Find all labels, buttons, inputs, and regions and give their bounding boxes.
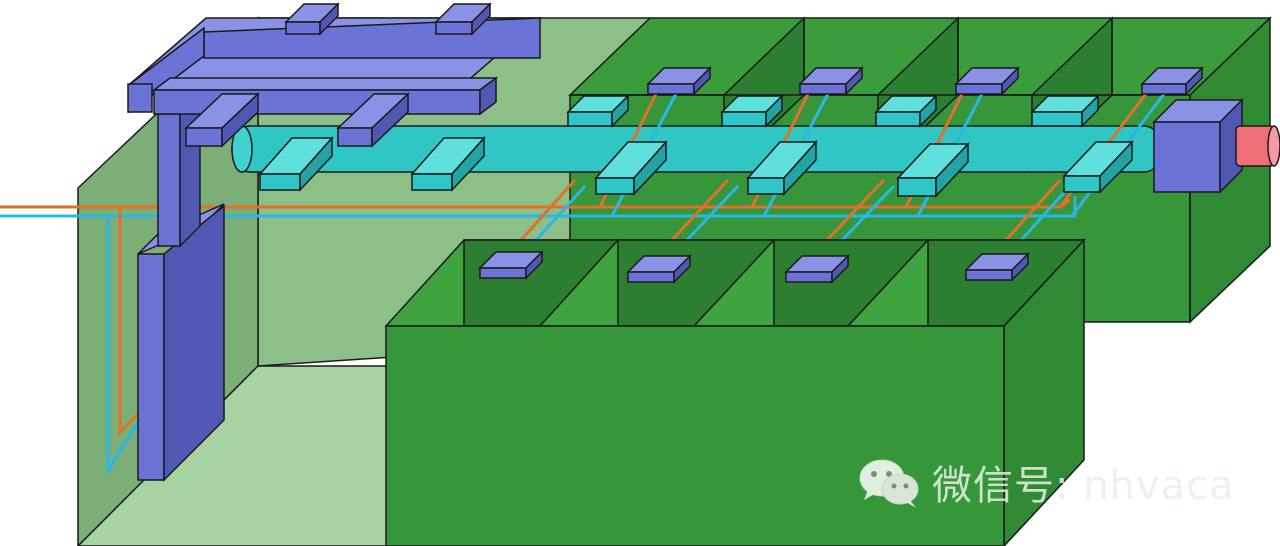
wechat-icon <box>859 459 919 508</box>
diffuser-rear-4 <box>1030 94 1100 128</box>
gas-line-drop <box>106 216 142 476</box>
fan-box-side <box>1219 98 1243 194</box>
duct-diffusers <box>258 94 1134 198</box>
front-unit-front <box>385 325 1005 546</box>
top-branch-2 <box>434 2 492 36</box>
liquid-line-drop <box>118 207 140 436</box>
diffuser-rear-2 <box>720 94 784 128</box>
front-indoor-units <box>478 250 1030 284</box>
top-branch-1 <box>284 2 340 36</box>
indoor-unit-back-3 <box>954 66 1020 96</box>
upper-riser <box>156 90 202 248</box>
fan-box-front <box>1153 121 1221 193</box>
fan-motor <box>1235 125 1280 167</box>
front-header-duct <box>151 76 499 116</box>
indoor-unit-front-2 <box>626 254 692 284</box>
diffuser-rear-1 <box>566 94 630 128</box>
diffuser-front-6 <box>1062 140 1134 194</box>
indoor-unit-front-1 <box>478 250 544 280</box>
indoor-unit-back-2 <box>798 66 864 96</box>
fan-box <box>1152 98 1244 194</box>
front-air-handling-units <box>384 238 1086 546</box>
diffuser-front-4 <box>746 140 818 196</box>
watermark: 微信号: nhvaca <box>856 452 1235 512</box>
back-indoor-units <box>646 66 1204 96</box>
diffuser-front-3 <box>594 140 668 196</box>
indoor-unit-back-1 <box>646 66 712 96</box>
indoor-unit-front-3 <box>784 254 850 284</box>
diffuser-rear-3 <box>874 94 938 128</box>
indoor-unit-front-4 <box>964 252 1030 282</box>
indoor-unit-back-4 <box>1140 66 1204 96</box>
blue-air-duct-system <box>127 2 543 482</box>
mid-branch-1 <box>184 92 260 148</box>
gas-line-main <box>0 196 1077 218</box>
diffuser-front-2 <box>410 136 486 192</box>
watermark-text: 微信号: nhvaca <box>932 463 1235 509</box>
mid-branch-2 <box>336 92 410 148</box>
diffuser-front-1 <box>258 136 334 192</box>
diffuser-front-5 <box>896 142 970 198</box>
